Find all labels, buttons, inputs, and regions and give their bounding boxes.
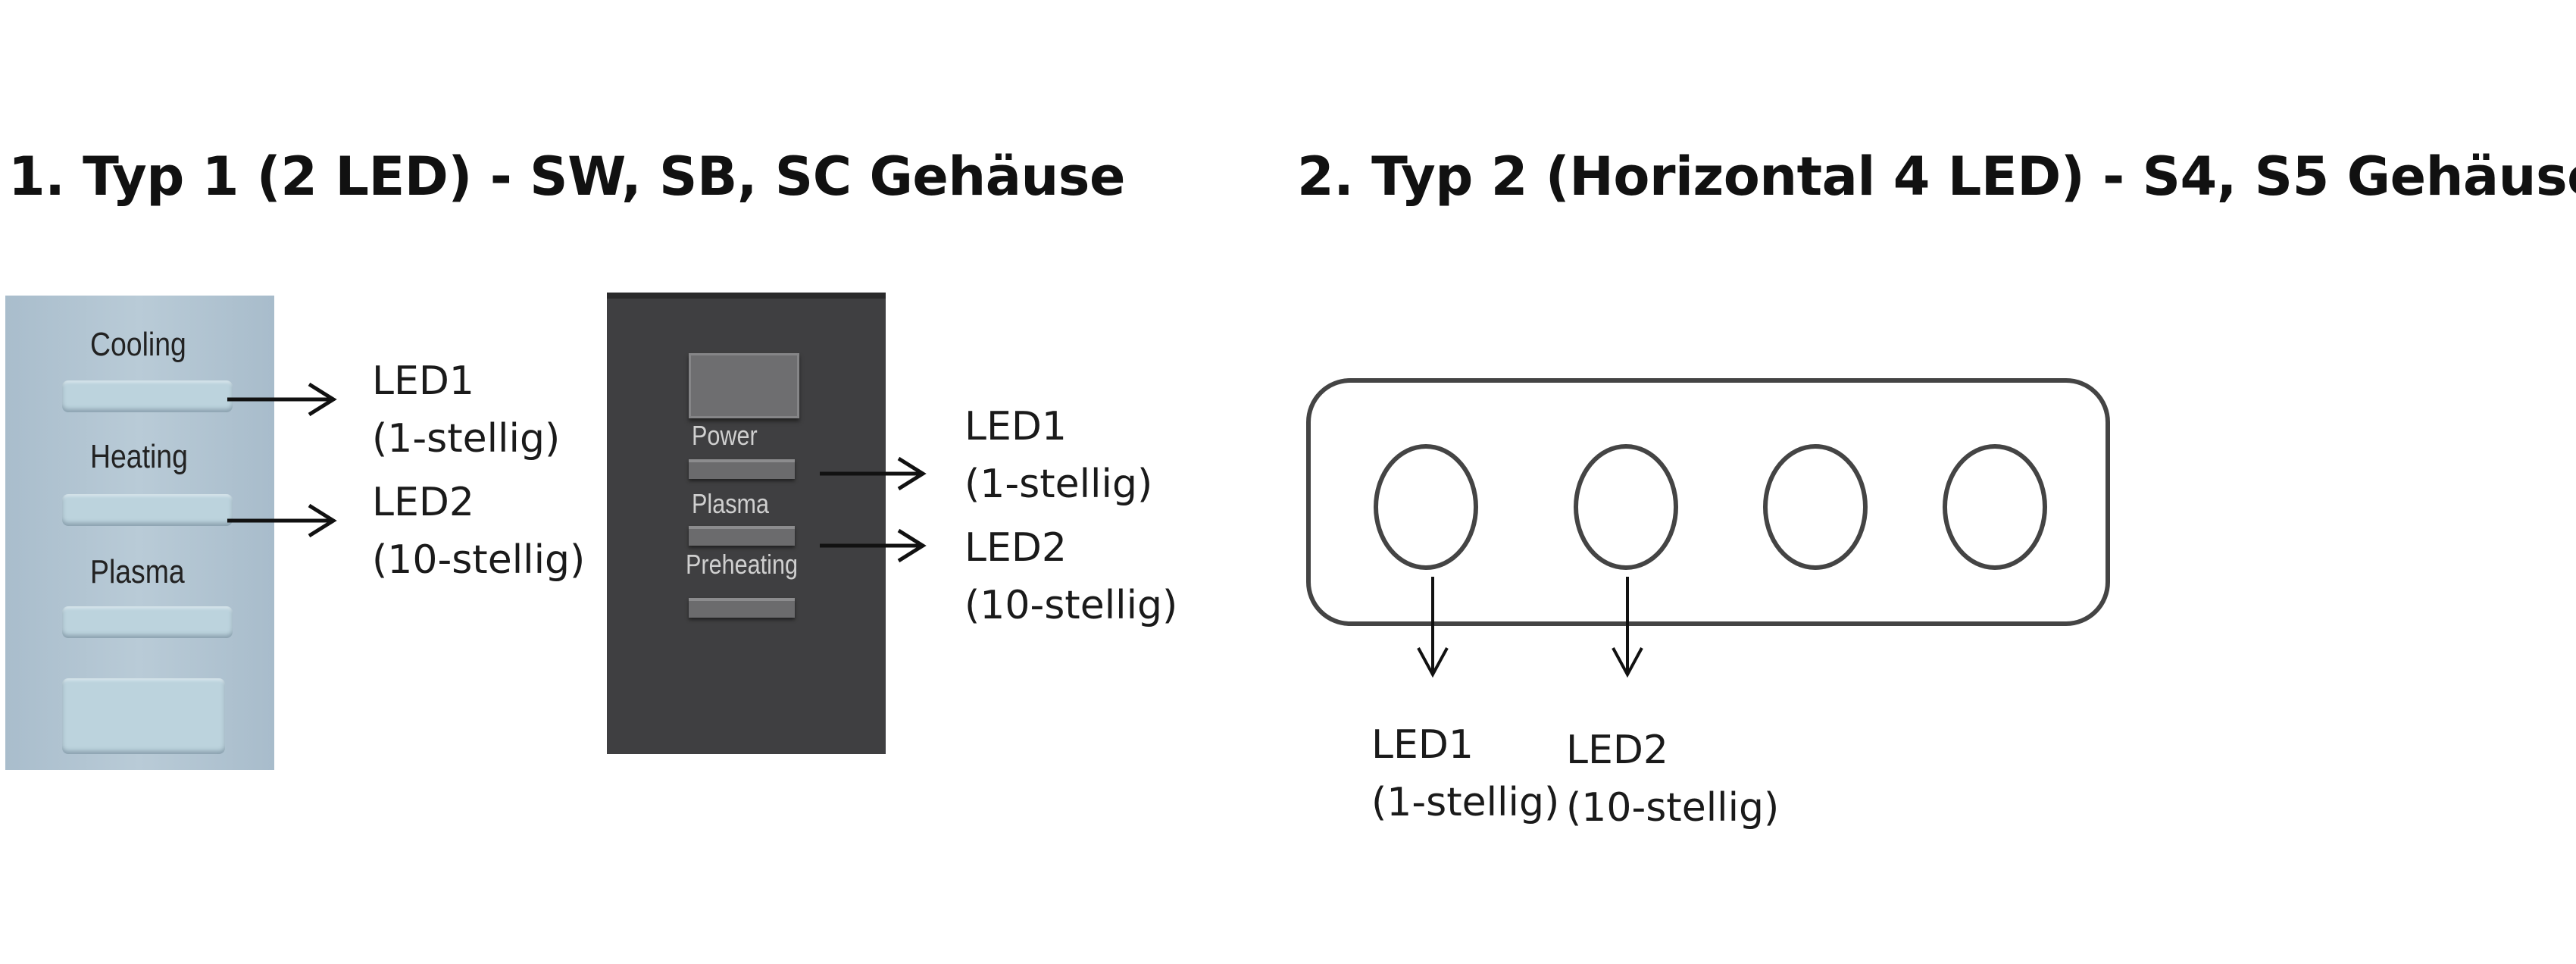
led-heating [62, 494, 233, 526]
led-digits: (1-stellig) [964, 462, 1153, 507]
arrow-right-icon [820, 456, 927, 491]
led-circle-2 [1574, 444, 1678, 570]
led-cooling [62, 380, 233, 412]
led-name: LED1 [1371, 722, 1474, 768]
led-name: LED2 [372, 480, 474, 525]
led-digits: (10-stellig) [964, 583, 1178, 628]
led-digits: (1-stellig) [372, 416, 561, 462]
arrow-right-icon [820, 528, 927, 563]
panel-label-heating: Heating [90, 438, 188, 475]
led-name: LED1 [964, 404, 1067, 449]
led-name: LED2 [964, 525, 1067, 571]
led-plasma [689, 526, 795, 546]
led-name: LED1 [372, 358, 474, 404]
led-name: LED2 [1566, 728, 1668, 773]
led-digits: (1-stellig) [1371, 780, 1560, 825]
led-circle-1 [1374, 444, 1478, 570]
panel-label-plasma: Plasma [692, 488, 770, 519]
panel-label-plasma: Plasma [90, 553, 185, 590]
arrow-down-icon [1417, 577, 1449, 678]
led-circle-4 [1943, 444, 2047, 570]
led-circle-3 [1763, 444, 1868, 570]
callout-led2-dark: LED2 (10-stellig) [964, 519, 1177, 634]
horizontal-4-led-housing [1306, 378, 2110, 626]
callout-led2-light: LED2 (10-stellig) [372, 474, 585, 589]
light-control-panel-photo: Cooling Heating Plasma [5, 296, 274, 770]
callout-led1-light: LED1 (1-stellig) [372, 352, 560, 468]
callout-led1-dark: LED1 (1-stellig) [964, 398, 1152, 513]
callout-led1-type2: LED1 (1-stellig) [1371, 716, 1559, 831]
panel-button [62, 678, 225, 754]
section2-title: 2. Typ 2 (Horizontal 4 LED) - S4, S5 Geh… [1297, 146, 2576, 208]
led-plasma [62, 606, 233, 638]
panel-label-preheating: Preheating [686, 549, 799, 580]
panel-display [689, 353, 799, 418]
led-digits: (10-stellig) [1566, 785, 1780, 831]
led-preheating [689, 598, 795, 618]
arrow-right-icon [227, 382, 337, 417]
panel-label-power: Power [692, 420, 758, 451]
led-power [689, 459, 795, 479]
dark-control-panel-photo: Power Plasma Preheating [607, 293, 886, 754]
led-digits: (10-stellig) [372, 537, 586, 583]
callout-led2-type2: LED2 (10-stellig) [1566, 721, 1779, 837]
arrow-down-icon [1612, 577, 1643, 678]
section1-title: 1. Typ 1 (2 LED) - SW, SB, SC Gehäuse [8, 146, 1125, 208]
arrow-right-icon [227, 503, 337, 538]
panel-label-cooling: Cooling [90, 326, 186, 363]
